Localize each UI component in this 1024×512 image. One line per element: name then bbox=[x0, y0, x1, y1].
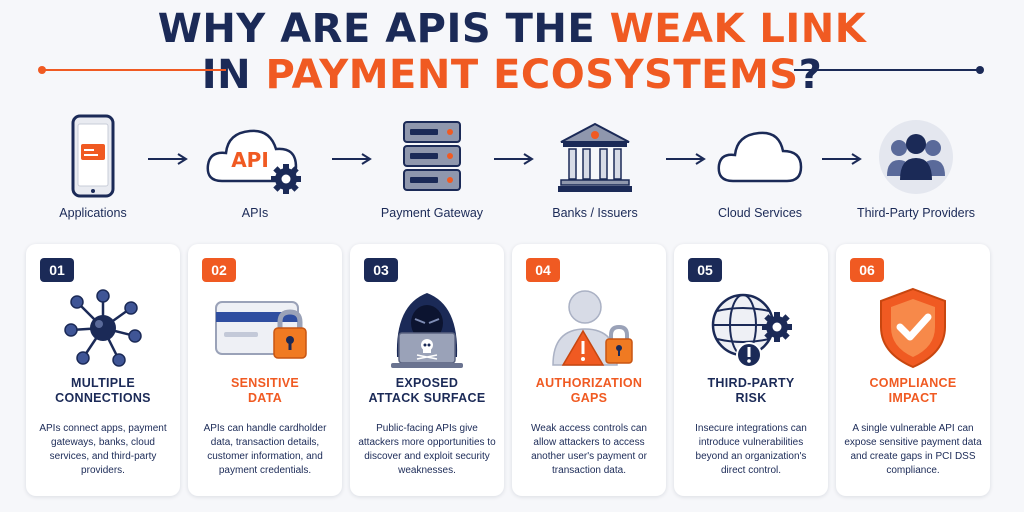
flow-label: Applications bbox=[59, 206, 127, 220]
flow-item-apis: API APIs bbox=[180, 112, 330, 220]
card-number-badge: 01 bbox=[40, 258, 74, 282]
decor-dot-right bbox=[976, 66, 984, 74]
flow-label: APIs bbox=[241, 206, 269, 220]
arrow-right-icon bbox=[332, 153, 372, 165]
card-description: APIs can handle cardholder data, transac… bbox=[203, 423, 327, 476]
title-line-1: WHY ARE APIS THE WEAK LINK bbox=[157, 6, 867, 52]
decor-line-left bbox=[40, 69, 226, 71]
bank-icon bbox=[558, 122, 632, 192]
card-number-badge: 03 bbox=[364, 258, 398, 282]
page-title: WHY ARE APIS THE WEAK LINK IN PAYMENT EC… bbox=[0, 6, 1024, 98]
network-nodes-icon bbox=[64, 289, 142, 367]
shield-check-icon bbox=[880, 287, 946, 369]
card-number-badge: 06 bbox=[850, 258, 884, 282]
smartphone-icon bbox=[71, 114, 115, 198]
card-description: APIs connect apps, payment gateways, ban… bbox=[39, 423, 167, 476]
flow-label: Banks / Issuers bbox=[552, 206, 638, 220]
arrow-right-icon bbox=[148, 153, 188, 165]
card-description: A single vulnerable API can expose sensi… bbox=[844, 423, 982, 476]
card-description: Insecure integrations can introduce vuln… bbox=[695, 423, 807, 476]
flow-label: Cloud Services bbox=[717, 206, 803, 220]
title-accent-2: PAYMENT ECOSYSTEMS bbox=[265, 52, 799, 98]
globe-gear-alert-icon bbox=[711, 293, 792, 368]
card-number-badge: 02 bbox=[202, 258, 236, 282]
ecosystem-flow: Applications API APIs bbox=[0, 112, 1024, 232]
hacker-laptop-icon bbox=[391, 293, 463, 368]
flow-item-banks: Banks / Issuers bbox=[520, 112, 670, 220]
api-cloud-gear-icon: API bbox=[206, 129, 301, 194]
title-accent-1: WEAK LINK bbox=[609, 6, 867, 52]
api-text: API bbox=[231, 148, 269, 172]
cloud-icon bbox=[717, 131, 803, 183]
flow-item-payment-gateway: Payment Gateway bbox=[357, 112, 507, 220]
flow-item-third-party: Third-Party Providers bbox=[841, 112, 991, 220]
server-icon bbox=[403, 121, 461, 191]
title-line-2: IN PAYMENT ECOSYSTEMS? bbox=[201, 52, 823, 98]
decor-line-right bbox=[794, 69, 980, 71]
card-lock-icon bbox=[215, 301, 307, 359]
arrow-right-icon bbox=[822, 153, 862, 165]
card-number-badge: 05 bbox=[688, 258, 722, 282]
users-group-icon bbox=[879, 120, 953, 194]
card-description: Public-facing APIs give attackers more o… bbox=[358, 423, 496, 476]
user-warning-lock-icon bbox=[552, 290, 633, 366]
arrow-right-icon bbox=[666, 153, 706, 165]
flow-item-cloud-services: Cloud Services bbox=[685, 112, 835, 220]
flow-label: Payment Gateway bbox=[380, 206, 484, 220]
card-description: Weak access controls can allow attackers… bbox=[531, 423, 647, 476]
flow-item-applications: Applications bbox=[18, 112, 168, 220]
flow-label: Third-Party Providers bbox=[856, 206, 976, 220]
arrow-right-icon bbox=[494, 153, 534, 165]
card-number-badge: 04 bbox=[526, 258, 560, 282]
